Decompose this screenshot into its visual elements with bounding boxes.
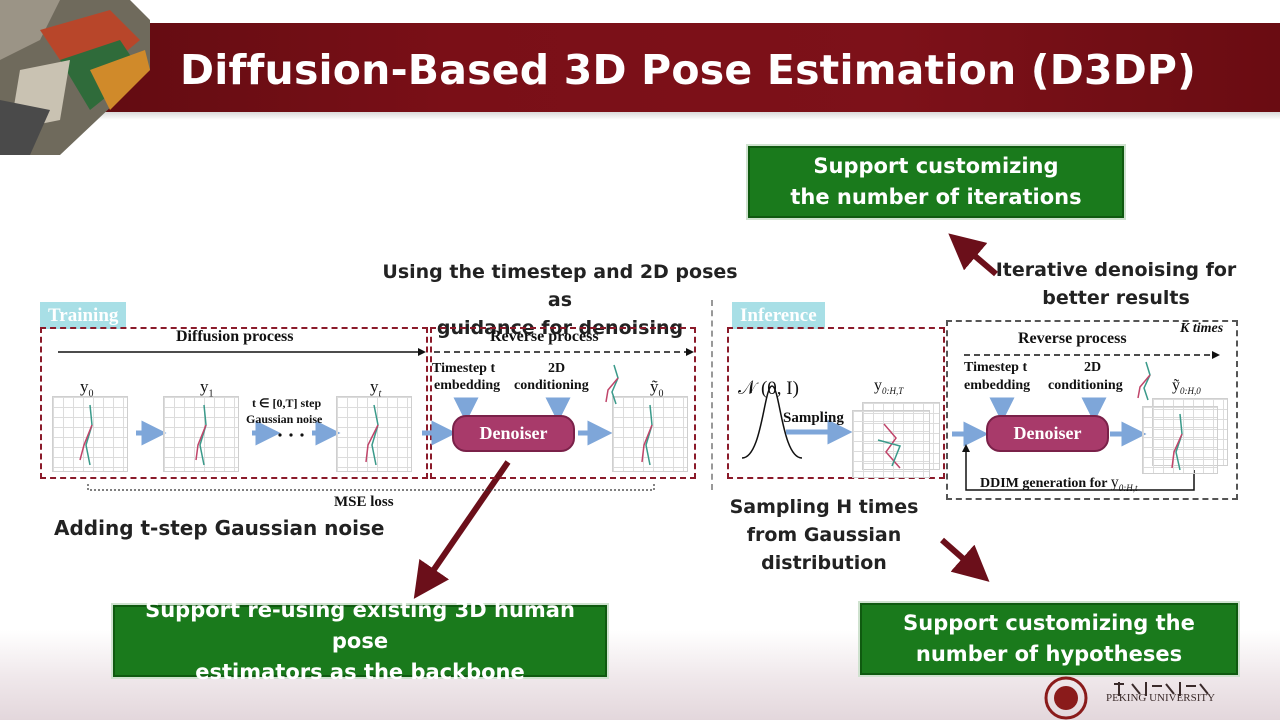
denoiser-block: Denoiser — [452, 415, 575, 452]
label-y0-tilde: ỹ0 — [650, 377, 664, 400]
step-label-2: Gaussian noise — [246, 412, 323, 426]
callout-backbone: Support re-using existing 3D human pose … — [113, 598, 607, 684]
mse-loss-line — [87, 484, 655, 491]
pose-plot-yt — [336, 396, 412, 472]
label-yt: yt — [370, 377, 382, 400]
pose-plot-y1 — [163, 396, 239, 472]
label-yH0-tilde: ỹ0:H,0 — [1172, 377, 1201, 397]
sampling-box — [727, 327, 945, 479]
denoiser-inference-block: Denoiser — [986, 415, 1109, 452]
k-times-label: K times — [1180, 321, 1224, 336]
arrow-to-hypotheses — [940, 537, 990, 582]
note-iterative: Iterative denoising for better results — [995, 259, 1237, 309]
timestep-inf-label-2: embedding — [964, 378, 1031, 393]
reverse-process-inference-box — [946, 320, 1238, 500]
peking-university-logo — [1044, 676, 1209, 720]
campus-photo-logo — [0, 0, 150, 155]
mse-loss-label: MSE loss — [334, 494, 394, 510]
section-divider — [711, 300, 713, 490]
note-noise: Adding t-step Gaussian noise — [54, 516, 385, 540]
step-label-1: t ∈ [0,T] step — [252, 396, 322, 410]
diffusion-process-label: Diffusion process — [176, 328, 294, 345]
arrow-to-iterations — [948, 233, 998, 277]
reverse-process-label: Reverse process — [490, 328, 599, 345]
university-name: PEKING UNIVERSITY — [1106, 692, 1216, 704]
pose-plot-y0 — [52, 396, 128, 472]
cond-inf-label-1: 2D — [1084, 360, 1102, 375]
pose-plot-yHT — [852, 410, 930, 478]
reverse-process-box — [430, 327, 696, 479]
timestep-label-2: embedding — [434, 378, 501, 393]
callout-hypotheses: Support customizing the number of hypoth… — [860, 603, 1238, 675]
title-bar-shadow — [0, 112, 1280, 120]
normal-dist-label: 𝒩 (0, I) — [738, 378, 799, 399]
cond-label-2: conditioning — [514, 378, 589, 393]
pose-plot-yH0 — [1142, 406, 1218, 474]
training-tag: Training — [40, 302, 127, 329]
pose-plot-y0-tilde — [612, 396, 688, 472]
arrow-to-backbone — [413, 460, 511, 599]
cond-inf-label-2: conditioning — [1048, 378, 1123, 393]
callout-iterations: Support customizing the number of iterat… — [748, 146, 1124, 218]
label-y0: y0 — [80, 377, 94, 400]
inference-tag: Inference — [732, 302, 825, 329]
label-yHT: y0:H,T — [874, 377, 904, 397]
sampling-label: Sampling — [783, 410, 844, 426]
cond-label-1: 2D — [548, 361, 566, 376]
slide-title: Diffusion-Based 3D Pose Estimation (D3DP… — [180, 46, 1197, 94]
timestep-label-1: Timestep t — [432, 361, 496, 376]
ddim-label: DDIM generation for y0:H,t — [980, 474, 1138, 493]
title-bar — [0, 23, 1280, 112]
timestep-inf-label-1: Timestep t — [964, 360, 1028, 375]
label-y1: y1 — [200, 377, 214, 400]
note-sampling: Sampling H times from Gaussian distribut… — [729, 496, 919, 574]
reverse-process-inference-label: Reverse process — [1018, 330, 1127, 347]
diffusion-process-box — [40, 327, 428, 479]
